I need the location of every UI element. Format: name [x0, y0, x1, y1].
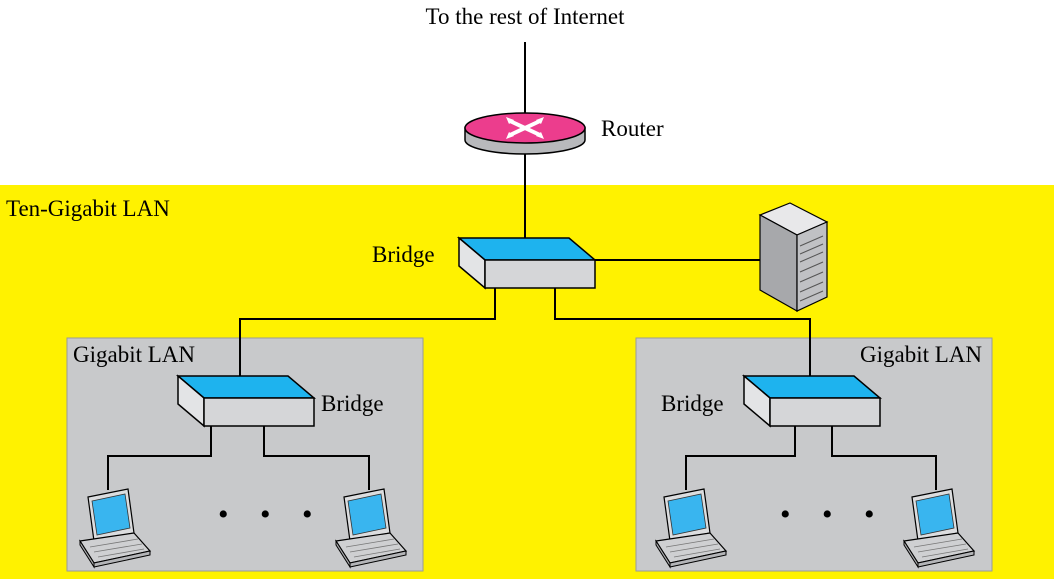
ellipsis-right: • • • [780, 498, 887, 531]
bridge-right-label: Bridge [661, 391, 724, 416]
bridge-icon-left [177, 375, 315, 427]
right-bridge-to-laptop-1-link [685, 424, 796, 490]
ellipsis-left: • • • [218, 498, 325, 531]
internet-label: To the rest of Internet [426, 4, 626, 29]
bridge-to-right-bridge-link [554, 285, 811, 376]
right-bridge-to-laptop-2-link [831, 424, 937, 490]
gigabit-lan-left-label: Gigabit LAN [73, 342, 195, 367]
left-bridge-to-laptop-1-link [107, 424, 212, 490]
left-bridge-to-laptop-2-link [263, 424, 370, 490]
bridge-to-left-bridge-link [239, 285, 496, 376]
bridge-left-label: Bridge [321, 391, 384, 416]
bridge-top-label: Bridge [372, 242, 435, 267]
gigabit-lan-right-label: Gigabit LAN [860, 342, 982, 367]
ten-gigabit-lan-label: Ten-Gigabit LAN [6, 196, 170, 221]
router-icon [464, 112, 586, 155]
server-icon [758, 202, 829, 313]
bridge-icon-top [458, 237, 596, 289]
bridge-icon-right [743, 375, 881, 427]
router-label: Router [601, 116, 664, 141]
